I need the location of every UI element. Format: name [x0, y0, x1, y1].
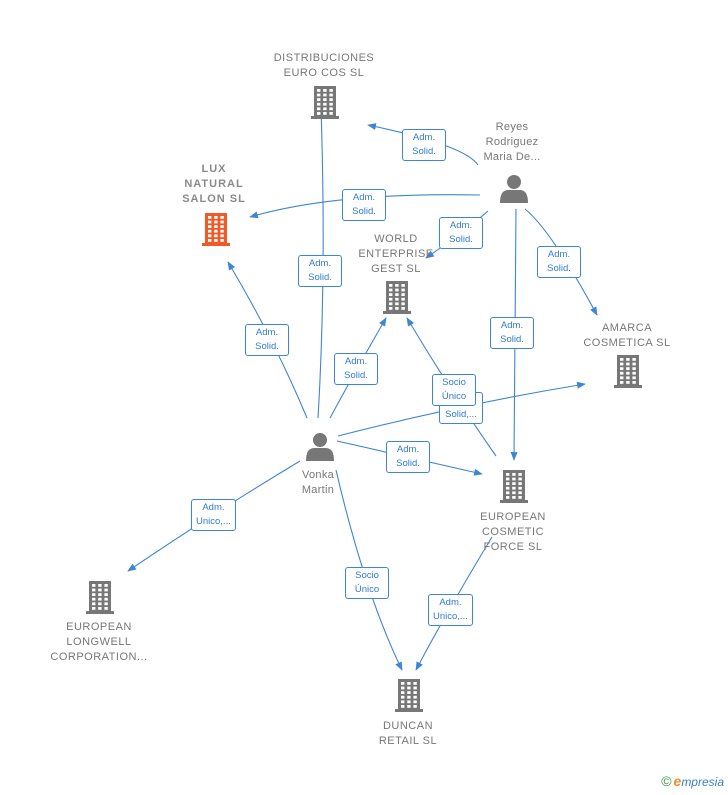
node-label-line: LUX [201, 163, 227, 175]
edge-label-line: Adm. [352, 192, 376, 203]
node-label-european_longwell[interactable]: EUROPEAN LONGWELL CORPORATION... [39, 620, 159, 665]
node-label-line: NATURAL [184, 178, 244, 190]
node-label-line: LONGWELL [66, 636, 132, 648]
node-label-line: COSMETICA SL [583, 337, 671, 349]
edge-label-line: Adm. [255, 327, 279, 338]
edge-label-vonka-to-european_longwell[interactable]: Adm. Unico,... [191, 499, 236, 531]
node-label-line: WORLD [374, 233, 418, 245]
node-label-line: DISTRIBUCIONES [273, 52, 375, 64]
node-label-line: AMARCA [601, 322, 653, 334]
node-label-line: ENTERPRISE [358, 248, 434, 260]
building-icon-distribuciones[interactable] [311, 86, 339, 119]
copyright-icon: © [661, 773, 672, 789]
edge-label-line: Unico,... [196, 516, 231, 527]
footer-brand: ©empresia [661, 773, 724, 789]
node-label-line: DUNCAN [382, 720, 434, 732]
node-label-european_cosmetic[interactable]: EUROPEAN COSMETIC FORCE SL [453, 510, 573, 555]
edge-label-line: Unico,... [433, 611, 468, 622]
node-label-line: GEST SL [371, 263, 421, 275]
person-icon-reyes[interactable] [500, 175, 528, 203]
node-label-line: Rodriguez [485, 136, 539, 148]
edge-label-line: Solid. [308, 272, 332, 283]
edge-label-reyes-to-distribuciones[interactable]: Adm. Solid. [402, 129, 446, 161]
node-label-line: Martin [301, 484, 335, 496]
edge-label-reyes-to-world[interactable]: Adm. Solid. [439, 217, 483, 249]
building-icon-amarca[interactable] [614, 355, 642, 388]
edge-label-line: Solid. [352, 206, 376, 217]
brand-logo-initial: e [673, 773, 682, 789]
edge-label-line: Solid. [412, 146, 436, 157]
edge-label-vonka-to-distribuciones[interactable]: Adm. Solid. [298, 255, 342, 287]
building-icon-lux[interactable] [202, 213, 230, 246]
node-label-amarca[interactable]: AMARCA COSMETICA SL [567, 321, 687, 351]
node-label-line: Maria De... [483, 151, 541, 163]
edge-label-line: Solid. [449, 234, 473, 245]
edge-label-reyes-to-amarca[interactable]: Adm. Solid. [537, 246, 581, 278]
edge-label-reyes-to-european_cosmetic[interactable]: Adm. Solid. [490, 317, 534, 349]
edge-label-line: Solid. [255, 341, 279, 352]
edge-label-line: Adm. [547, 249, 571, 260]
node-label-duncan[interactable]: DUNCAN RETAIL SL [348, 719, 468, 749]
edge-label-line: Único [354, 584, 380, 595]
node-label-line: COSMETIC [481, 526, 545, 538]
node-label-line: EUROPEAN [480, 511, 546, 523]
edge-label-european_cosmetic-to-duncan[interactable]: Adm. Unico,... [428, 594, 473, 626]
edge-label-line: Solid. [396, 458, 420, 469]
edge-label-line: Adm. [412, 132, 436, 143]
building-icon-duncan[interactable] [395, 679, 423, 712]
edge-label-line: Único [441, 391, 467, 402]
node-label-line: EUROPEAN [66, 621, 132, 633]
edge-label-line: Adm. [500, 320, 524, 331]
node-label-line: EURO COS SL [283, 67, 365, 79]
node-label-line: SALON SL [182, 193, 246, 205]
edge-label-line: Solid. [344, 370, 368, 381]
edge-label-line: Adm. [202, 502, 225, 513]
node-label-line: RETAIL SL [378, 735, 438, 747]
edge-label-line: Adm. [344, 356, 368, 367]
edge-label-line: Socio [442, 377, 466, 388]
node-label-line: CORPORATION... [50, 651, 148, 663]
node-label-distribuciones[interactable]: DISTRIBUCIONES EURO COS SL [264, 51, 384, 81]
edge-label-vonka-to-lux[interactable]: Adm. Solid. [245, 324, 289, 356]
building-icon-european_cosmetic[interactable] [500, 470, 528, 503]
brand-name: mpresia [681, 775, 724, 789]
node-label-world[interactable]: WORLD ENTERPRISE GEST SL [336, 232, 456, 277]
edge-label-vonka-to-european_cosmetic[interactable]: Adm. Solid. [386, 441, 430, 473]
edge-label-line: Solid. [547, 263, 571, 274]
person-icon-vonka[interactable] [306, 433, 334, 461]
edge-label-reyes-to-lux[interactable]: Adm. Solid. [342, 189, 386, 221]
building-icon-world[interactable] [383, 281, 411, 314]
edge-label-line: Adm. [396, 444, 420, 455]
node-label-line: Vonka [301, 469, 335, 481]
node-label-lux[interactable]: LUX NATURAL SALON SL [154, 162, 274, 207]
edge-label-vonka-to-world[interactable]: Adm. Solid. [334, 353, 378, 385]
edge-label-line: Solid,... [445, 409, 477, 420]
edge-label-line: Adm. [308, 258, 332, 269]
edge-label-line: Adm. [449, 220, 473, 231]
node-label-line: Reyes [495, 121, 529, 133]
edge-label-line: Solid. [500, 334, 524, 345]
building-icon-european_longwell[interactable] [86, 581, 114, 614]
edge-label-line: Socio [355, 570, 379, 581]
edge-label-line: Adm. [439, 597, 462, 608]
node-label-line: FORCE SL [483, 541, 543, 553]
